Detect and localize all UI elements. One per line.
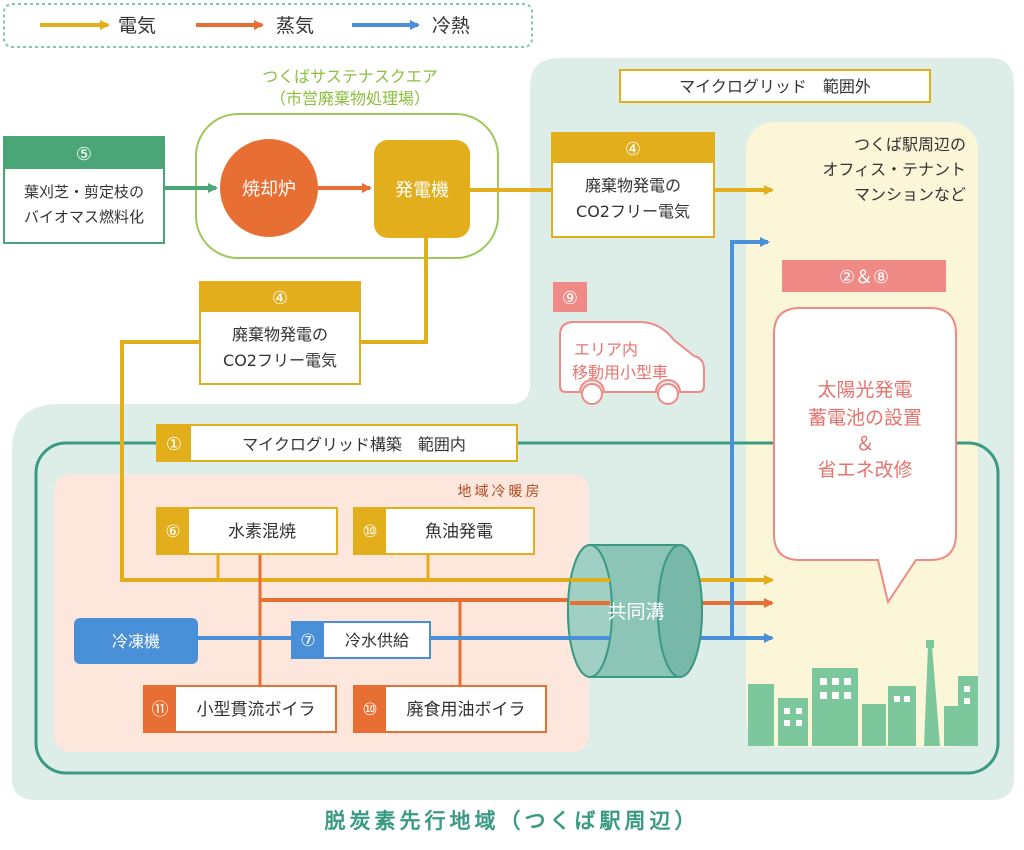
hydrogen-number-box <box>157 508 189 554</box>
solar-bubble <box>773 307 957 605</box>
ev-line2: 移動用小型車 <box>572 363 668 382</box>
small-boiler-label: 小型貫流ボイラ <box>197 700 316 720</box>
microgrid-in-label: マイクログリッド構築 範囲内 <box>242 435 466 454</box>
city-skyline-icon <box>748 640 978 746</box>
legend-box <box>3 3 533 48</box>
generator-label: 発電機 <box>395 180 449 201</box>
cold-to-tenants-arrow <box>730 237 770 638</box>
microgrid-out-label: マイクログリッド 範囲外 <box>679 77 871 96</box>
ev-line1: エリア内 <box>574 340 638 359</box>
region-title: 脱炭素先行地域（つくば駅周辺） <box>325 809 700 833</box>
tenants-line1: つくば駅周辺の <box>854 135 966 154</box>
waste-power-left-header <box>200 282 360 312</box>
legend-steam-label: 蒸気 <box>276 15 314 37</box>
solar-number: ②＆⑧ <box>839 267 889 288</box>
incinerator-label: 焼却炉 <box>242 179 296 200</box>
hydrogen-label: 水素混焼 <box>228 522 296 542</box>
district-heating-label: 地域冷暖房 <box>458 484 543 500</box>
ev-car-icon <box>559 321 705 393</box>
solar-line3: ＆ <box>855 433 874 455</box>
waste-power-top-line2: CO2フリー電気 <box>576 202 690 221</box>
microgrid-out-box <box>619 69 931 103</box>
tenants-line2: オフィス・テナント <box>822 160 966 179</box>
generator <box>374 140 470 238</box>
ev-wheel-icon <box>581 383 603 405</box>
cold-water-number-box <box>292 622 324 658</box>
fish-oil-number-box <box>354 508 386 554</box>
tenants-line3: マンションなど <box>854 185 966 204</box>
ev-number-box <box>553 282 587 312</box>
small-boiler-number: ⑪ <box>152 700 169 720</box>
waste-oil-boiler-number-box <box>354 686 386 732</box>
waste-oil-boiler-label: 廃食用油ボイラ <box>407 700 526 720</box>
legend-cold-label: 冷熱 <box>432 15 470 37</box>
electricity-generator-to-left-box <box>360 238 428 344</box>
utility-tunnel-label: 共同溝 <box>607 601 664 623</box>
waste-power-left-line1: 廃棄物発電の <box>232 325 328 344</box>
waste-oil-boiler-number: ⑩ <box>362 700 377 720</box>
microgrid-in-number-box <box>157 425 191 461</box>
ev-number: ⑨ <box>562 288 578 309</box>
waste-power-left-line2: CO2フリー電気 <box>223 351 337 370</box>
chiller-box <box>74 618 198 664</box>
solar-number-box <box>782 260 946 292</box>
biomass-line2: バイオマス燃料化 <box>24 208 144 226</box>
solar-line1: 太陽光発電 <box>817 379 912 401</box>
legend-electricity-label: 電気 <box>118 15 156 37</box>
solar-line4: 省エネ改修 <box>817 459 912 481</box>
biomass-line1: 葉刈芝・剪定枝の <box>24 183 144 201</box>
waste-power-top-number: ④ <box>625 139 641 160</box>
cold-water-label: 冷水供給 <box>345 631 409 650</box>
sustain-square-title: つくばサステナスクエア <box>262 67 438 86</box>
fish-oil-number: ⑩ <box>362 522 377 542</box>
cold-water-number: ⑦ <box>300 631 315 651</box>
waste-power-top-line1: 廃棄物発電の <box>585 176 681 195</box>
solar-line2: 蓄電池の設置 <box>808 407 922 429</box>
sustain-square-subtitle: （市営廃棄物処理場） <box>270 89 430 108</box>
biomass-header <box>4 137 164 169</box>
incinerator <box>220 139 318 237</box>
electricity-main-line <box>120 340 774 585</box>
microgrid-in-number: ① <box>166 434 182 455</box>
ev-wheel-icon <box>657 383 679 405</box>
small-boiler-number-box <box>144 686 176 732</box>
waste-power-top-header <box>552 133 714 163</box>
waste-power-left-number: ④ <box>272 288 288 309</box>
biomass-number: ⑤ <box>76 144 92 165</box>
fish-oil-label: 魚油発電 <box>425 522 493 542</box>
chiller-label: 冷凍機 <box>112 632 160 651</box>
hydrogen-number: ⑥ <box>165 522 180 542</box>
